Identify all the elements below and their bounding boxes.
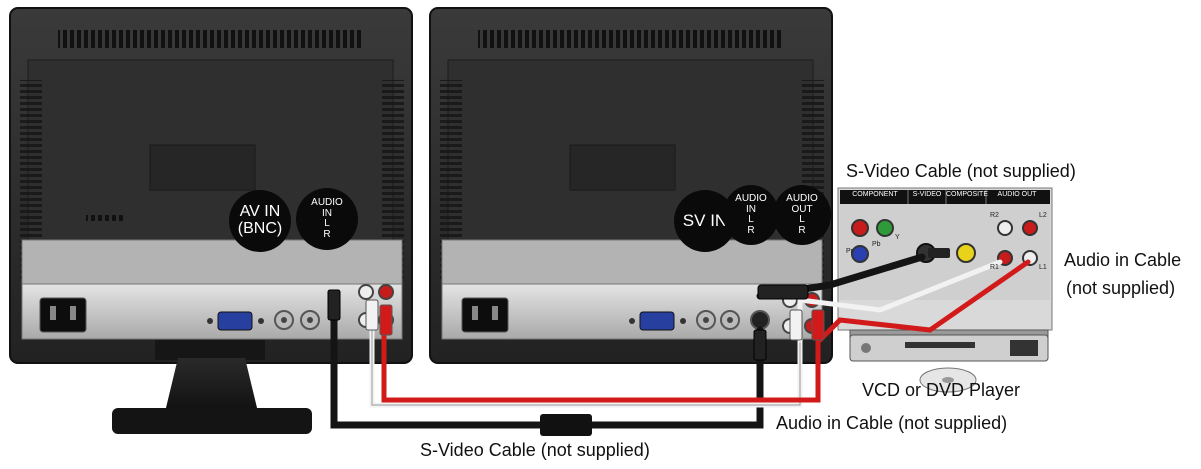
audio-in-left-badge: AUDIO IN L R (296, 188, 358, 250)
jack-y-label: Y (895, 234, 900, 241)
section-s-video: S-VIDEO (908, 191, 946, 203)
audio-out-badge: AUDIO OUT L R (773, 185, 831, 245)
bnc-label: (BNC) (238, 221, 282, 238)
player-panel-section-labels: COMPONENT S-VIDEO COMPOSITE AUDIO OUT (842, 191, 1048, 203)
audio-word: AUDIO (311, 198, 343, 209)
audio-word: AUDIO (786, 194, 818, 205)
sv-in-label: SV IN (683, 212, 727, 230)
section-audio-out: AUDIO OUT (986, 191, 1048, 203)
audio-in-cable-right-label-line2: (not supplied) (1066, 278, 1175, 299)
audio-in-cable-right-label-line1: Audio in Cable (1064, 250, 1181, 271)
audio-in-cable-bottom-label: Audio in Cable (not supplied) (776, 413, 1007, 434)
section-composite: COMPOSITE (946, 191, 986, 203)
jack-r1-label: R1 (990, 264, 999, 271)
svideo-cable-bottom-label: S-Video Cable (not supplied) (420, 440, 650, 461)
r-letter: R (747, 226, 754, 237)
audio-in-right-badge: AUDIO IN L R (723, 185, 779, 245)
player-label: VCD or DVD Player (862, 380, 1020, 401)
jack-l2-label: L2 (1039, 212, 1047, 219)
av-in-label: AV IN (240, 204, 281, 221)
r-letter: R (798, 226, 805, 237)
l-letter: L (324, 219, 330, 230)
svideo-cable-top-label: S-Video Cable (not supplied) (846, 161, 1076, 182)
jack-l1-label: L1 (1039, 264, 1047, 271)
l-letter: L (748, 215, 754, 226)
jack-pb-label: Pb (872, 241, 881, 248)
jack-r2-label: R2 (990, 212, 999, 219)
right-monitor (430, 8, 832, 363)
av-in-bnc-badge: AV IN (BNC) (229, 190, 291, 252)
l-letter: L (799, 215, 805, 226)
audio-word: AUDIO (735, 194, 767, 205)
section-component: COMPONENT (842, 191, 908, 203)
jack-pr-label: Pr (846, 248, 853, 255)
r-letter: R (323, 230, 330, 241)
